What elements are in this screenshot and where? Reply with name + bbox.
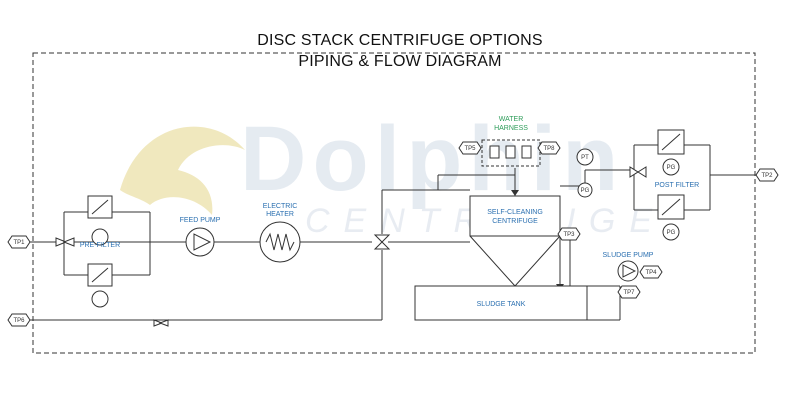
post-filter xyxy=(657,129,685,241)
tp1-tag-icon xyxy=(7,235,31,249)
pressure-gauge-icon xyxy=(577,182,593,198)
tp4-tag-icon xyxy=(639,265,663,279)
sludge-pump-icon xyxy=(617,260,639,282)
valve-icon xyxy=(55,237,68,247)
watermark-word1: Dolphin xyxy=(240,108,624,210)
tp6-label: TP6 xyxy=(13,318,25,324)
tp2-label: TP2 xyxy=(761,173,773,179)
tp8-tag-icon xyxy=(537,141,561,155)
valves xyxy=(55,166,647,327)
system-boundary xyxy=(32,52,756,354)
feed-pump-label: FEED PUMP xyxy=(180,217,221,224)
pg-label-2: PG xyxy=(667,165,676,171)
sludge-tank xyxy=(414,285,588,321)
tp7-tag-icon xyxy=(617,285,641,299)
electric-heater-label-1: ELECTRIC xyxy=(263,203,298,210)
valve-icon xyxy=(158,319,169,327)
dolphin-logo-icon xyxy=(120,126,245,215)
tp5-tag-icon xyxy=(458,141,482,155)
feed-pump-icon xyxy=(185,227,215,257)
valve-icon xyxy=(62,237,75,247)
tp5-label: TP5 xyxy=(464,146,476,152)
sludge-tank-label: SLUDGE TANK xyxy=(477,301,526,308)
valve-icon xyxy=(629,166,639,178)
water-harness-label-2: HARNESS xyxy=(494,125,528,132)
pressure-transmitter-icon xyxy=(576,148,594,166)
valve-icon xyxy=(153,319,164,327)
electric-heater-icon xyxy=(259,221,301,263)
pre-filter-label: PRE-FILTER xyxy=(80,242,120,249)
tp6-tag-icon xyxy=(7,313,31,327)
diagram-title-line1: DISC STACK CENTRIFUGE OPTIONS xyxy=(257,32,543,49)
centrifuge-label-2: CENTRIFUGE xyxy=(492,218,538,225)
valve-icon xyxy=(373,234,391,243)
instruments xyxy=(576,148,594,198)
tp3-tag-icon xyxy=(557,227,581,241)
water-harness xyxy=(481,139,541,167)
sludge-pump-label: SLUDGE PUMP xyxy=(603,252,654,259)
electric-heater-label-2: HEATER xyxy=(266,211,294,218)
centrifuge-label-1: SELF-CLEANING xyxy=(487,209,543,216)
tp8-label: TP8 xyxy=(543,146,555,152)
pre-filter xyxy=(87,195,113,308)
tp4-label: TP4 xyxy=(645,270,657,276)
tp1-label: TP1 xyxy=(13,240,25,246)
tp3-label: TP3 xyxy=(563,232,575,238)
valve-icon xyxy=(637,166,647,178)
valve-icon xyxy=(373,241,391,250)
tp2-tag-icon xyxy=(755,168,779,182)
tp7-label: TP7 xyxy=(623,290,635,296)
pg-label-1: PG xyxy=(581,188,590,194)
pt-label: PT xyxy=(581,155,589,161)
post-filter-label: POST FILTER xyxy=(655,182,699,189)
water-harness-label-1: WATER xyxy=(499,116,524,123)
test-points xyxy=(7,141,779,327)
diagram-title-line2: PIPING & FLOW DIAGRAM xyxy=(298,53,502,70)
pg-label-3: PG xyxy=(667,230,676,236)
